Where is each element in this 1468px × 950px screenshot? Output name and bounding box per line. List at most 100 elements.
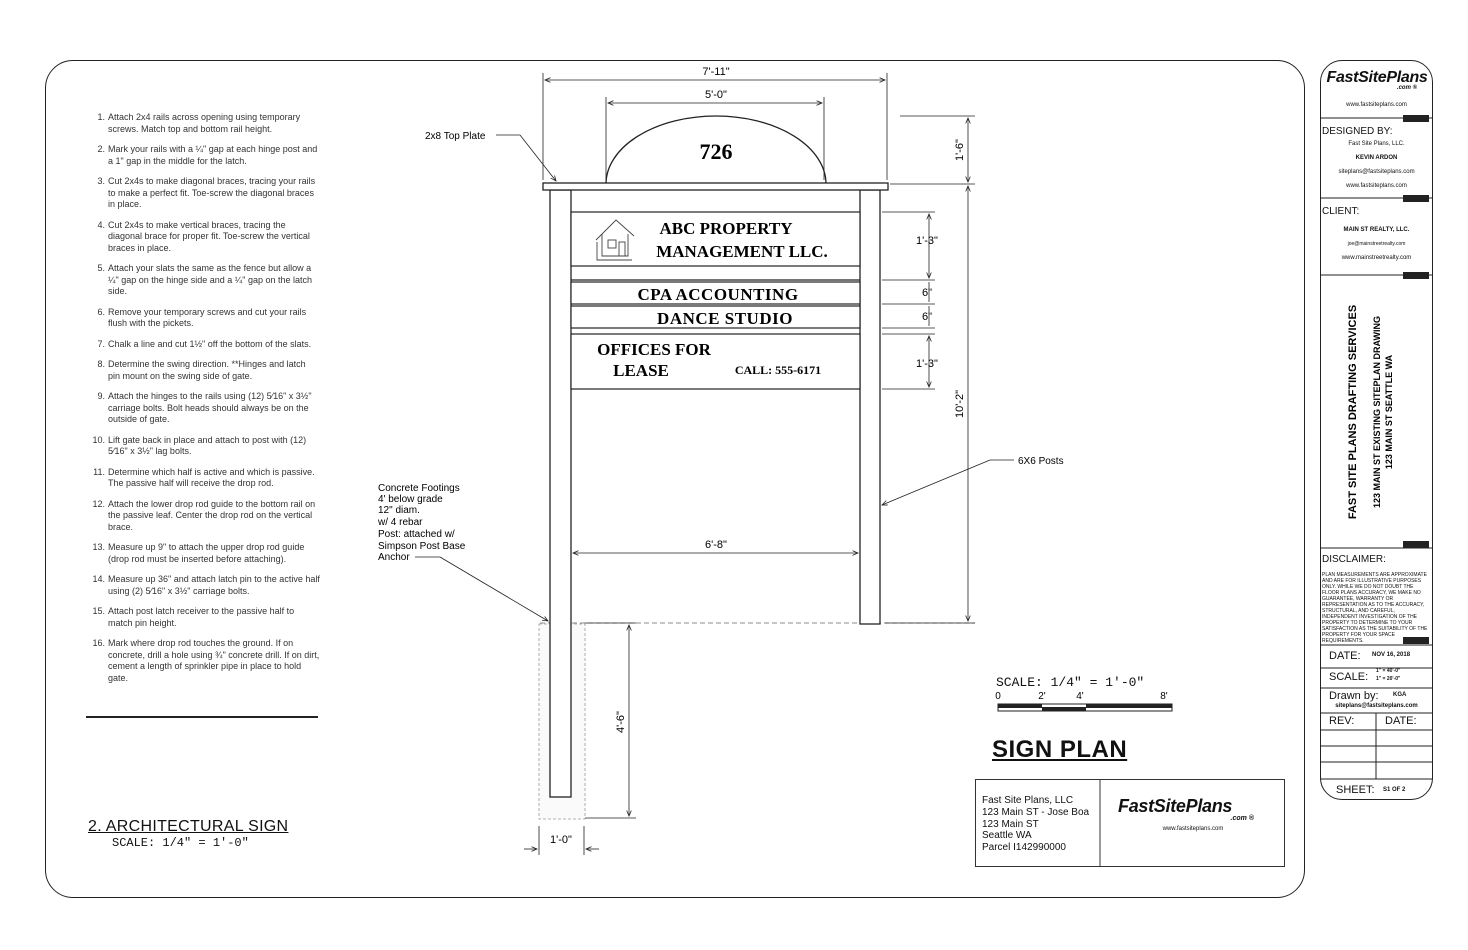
note-item: 15.Attach post latch receiver to the pas… xyxy=(88,606,320,629)
tb-client-label: CLIENT: xyxy=(1322,206,1360,217)
tb-date-value: NOV 16, 2018 xyxy=(1372,652,1411,658)
note-text: Mark your rails with a ¼" gap at each hi… xyxy=(108,144,318,166)
left-post xyxy=(549,189,572,798)
note-text: Attach the lower drop rod guide to the b… xyxy=(108,498,316,532)
note-item: 3.Cut 2x4s to make diagonal braces, trac… xyxy=(88,176,320,211)
note-item: 8.Determine the swing direction. **Hinge… xyxy=(88,359,320,382)
footing-note-3: 12" diam. xyxy=(378,505,420,516)
note-number: 11. xyxy=(93,466,105,477)
tb-disclaimer-label: DISCLAIMER: xyxy=(1322,554,1386,565)
company-line-4: Seattle WA xyxy=(982,830,1032,842)
tb-vertical-line2: 123 MAIN ST EXISTING SITEPLAN DRAWING xyxy=(1372,316,1382,508)
note-text: Lift gate back in place and attach to po… xyxy=(108,434,307,457)
note-item: 6.Remove your temporary screws and cut y… xyxy=(88,307,320,330)
tb-client-url: www.mainstreetrealty.com xyxy=(1341,255,1412,261)
note-item: 5.Attach your slats the same as the fenc… xyxy=(88,263,320,298)
note-number: 4. xyxy=(97,219,105,230)
drawing-title: 2. ARCHITECTURAL SIGN xyxy=(88,818,289,835)
dim-panel1-height: 1'-3" xyxy=(916,235,938,247)
title-block-lines xyxy=(1320,117,1433,780)
note-number: 10. xyxy=(92,434,105,445)
panel1-line1: ABC PROPERTY xyxy=(659,219,792,238)
tb-drawn-by-email: siteplans@fastsiteplans.com xyxy=(1335,703,1418,709)
tb-logo-url: www.fastsiteplans.com xyxy=(1346,102,1407,108)
note-number: 14. xyxy=(92,574,105,584)
tb-designed-by-label: DESIGNED BY: xyxy=(1322,126,1393,137)
tb-date-label: DATE: xyxy=(1329,650,1361,662)
note-item: 7.Chalk a line and cut 1½" off the botto… xyxy=(88,339,320,351)
scale-tick-8: 8' xyxy=(1160,691,1168,702)
note-number: 6. xyxy=(97,306,105,317)
panel1-line2: MANAGEMENT LLC. xyxy=(656,242,828,261)
note-text: Chalk a line and cut 1½" off the bottom … xyxy=(108,338,312,349)
note-number: 3. xyxy=(97,176,105,186)
sheet-border xyxy=(45,60,1305,898)
note-item: 10.Lift gate back in place and attach to… xyxy=(88,435,320,458)
footing-note-4: w/ 4 rebar xyxy=(377,517,423,528)
company-line-5: Parcel I142990000 xyxy=(982,842,1066,854)
note-item: 12.Attach the lower drop rod guide to th… xyxy=(88,499,320,534)
panel-abc xyxy=(570,211,861,267)
note-item: 2.Mark your rails with a ¼" gap at each … xyxy=(88,144,320,167)
note-item: 16.Mark where drop rod touches the groun… xyxy=(88,638,320,684)
dim-arch-height: 1'-6" xyxy=(954,139,966,161)
house-icon xyxy=(595,219,635,261)
panel-cpa xyxy=(570,281,861,305)
note-text: Determine which half is active and which… xyxy=(108,466,315,489)
notes-divider xyxy=(86,716,318,718)
company-logo-url: www.fastsiteplans.com xyxy=(1162,826,1224,832)
address-number: 726 xyxy=(700,139,733,164)
panel4-line1: OFFICES FOR xyxy=(597,340,712,359)
company-line-3: 123 Main ST xyxy=(982,818,1039,830)
company-info-box xyxy=(975,779,1285,867)
company-line-2: 123 Main ST - Jose Boa xyxy=(982,806,1090,818)
tb-client-name: MAIN ST REALTY, LLC. xyxy=(1343,227,1410,233)
note-number: 8. xyxy=(97,359,105,369)
dim-panel2-height: 6" xyxy=(922,287,932,299)
tb-drawn-by-value: KGA xyxy=(1393,692,1407,698)
note-item: 14.Measure up 36" and attach latch pin t… xyxy=(88,574,320,597)
sheet-title: SIGN PLAN xyxy=(992,736,1128,763)
note-item: 1.Attach 2x4 rails across opening using … xyxy=(88,112,320,135)
title-block-barcodes xyxy=(1403,115,1429,644)
dim-post-spacing: 6'-8" xyxy=(705,539,727,551)
note-text: Remove your temporary screws and cut you… xyxy=(108,306,307,329)
tb-sheet-value: S1 OF 2 xyxy=(1383,787,1406,793)
dim-footing-width: 1'-0" xyxy=(550,834,572,846)
panel-offices xyxy=(570,333,861,390)
note-text: Attach the hinges to the rails using (12… xyxy=(108,391,312,424)
tb-designer-url: www.fastsiteplans.com xyxy=(1346,183,1407,189)
note-number: 5. xyxy=(97,263,105,273)
construction-notes-list: 1.Attach 2x4 rails across opening using … xyxy=(88,112,320,693)
panel4-line2: LEASE xyxy=(613,361,669,380)
note-number: 9. xyxy=(97,391,105,401)
panel2-text: CPA ACCOUNTING xyxy=(637,285,798,304)
note-text: Attach post latch receiver to the passiv… xyxy=(108,606,295,628)
note-number: 13. xyxy=(92,542,105,552)
footing-note-5: Post: attached w/ xyxy=(378,529,455,540)
tb-disclaimer-text: PLAN MEASUREMENTS ARE APPROXIMATE AND AR… xyxy=(1322,572,1428,644)
scale-tick-0: 0 xyxy=(995,691,1001,702)
tb-designer-email: siteplans@fastsiteplans.com xyxy=(1338,169,1415,175)
tb-rev-date-label: DATE: xyxy=(1385,715,1417,727)
footing-note-6: Simpson Post Base xyxy=(378,541,466,552)
tb-logo-com: .com ® xyxy=(1396,85,1417,91)
dim-panel4-height: 1'-3" xyxy=(916,358,938,370)
note-text: Measure up 36" and attach latch pin to t… xyxy=(108,574,320,596)
tb-rev-label: REV: xyxy=(1329,715,1355,727)
tb-designer-name: KEVIN ARDON xyxy=(1355,155,1398,161)
note-item: 4.Cut 2x4s to make vertical braces, trac… xyxy=(88,220,320,255)
note-text: Determine the swing direction. **Hinges … xyxy=(108,359,306,381)
dim-arch-width: 5'-0" xyxy=(705,89,727,101)
dim-overall-width: 7'-11" xyxy=(702,66,729,78)
company-logo-word: FastSitePlans xyxy=(1118,796,1233,816)
note-text: Mark where drop rod touches the ground. … xyxy=(108,638,320,683)
drawing-scale: SCALE: 1/4" = 1'-0" xyxy=(112,836,249,850)
tb-drawn-by-label: Drawn by: xyxy=(1329,690,1379,702)
tb-scale-value1: 1" = 40'-0" xyxy=(1376,668,1401,674)
panel3-text: DANCE STUDIO xyxy=(657,309,793,328)
tb-designer-company: Fast Site Plans, LLC. xyxy=(1348,141,1405,147)
panel4-phone: CALL: 555-6171 xyxy=(735,363,821,377)
right-post xyxy=(859,189,881,625)
